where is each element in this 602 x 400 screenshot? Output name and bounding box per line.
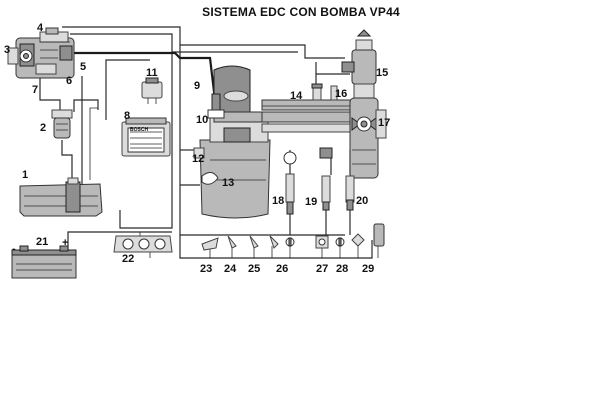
vp44-injection-pump — [7, 27, 75, 79]
callout-24: 24 — [224, 263, 237, 275]
crankshaft-sensor — [201, 172, 219, 185]
callout-9: 9 — [194, 80, 200, 92]
clutch-switch — [249, 235, 259, 249]
battery: - + — [11, 237, 77, 279]
callout-13: 13 — [222, 177, 234, 189]
callout-27: 27 — [316, 263, 328, 275]
fuel-return-line — [39, 70, 61, 112]
battery-plus-sign: + — [62, 237, 68, 249]
callout-3: 3 — [4, 44, 10, 56]
callout-26: 26 — [276, 263, 288, 275]
callout-6: 6 — [66, 75, 72, 87]
fuel-line-injector — [58, 51, 217, 101]
callout-11: 11 — [146, 67, 158, 79]
egr-valve — [319, 147, 333, 211]
instrument-cluster — [113, 235, 173, 253]
callout-5: 5 — [80, 61, 86, 73]
cruise-control-switch — [351, 233, 365, 247]
glow-plug — [335, 237, 345, 247]
callout-16: 16 — [335, 88, 347, 100]
needle-lift-sensor — [193, 147, 205, 159]
turbocharger — [349, 97, 387, 179]
ecu-control-unit: BOSCH — [121, 117, 171, 157]
immobilizer-key — [373, 223, 385, 247]
callout-23: 23 — [200, 263, 212, 275]
accelerator-pedal-sensor — [201, 237, 219, 251]
callout-8: 8 — [124, 110, 130, 122]
callout-labels: 4 3 5 6 7 2 1 8 11 9 10 12 13 14 15 16 1… — [4, 22, 390, 275]
callout-7: 7 — [32, 84, 38, 96]
callout-17: 17 — [378, 117, 390, 129]
wiring-harness — [62, 26, 379, 259]
injector-with-sensor — [207, 93, 225, 119]
callout-15: 15 — [376, 67, 388, 79]
callout-20: 20 — [356, 195, 368, 207]
boost-pressure-sensor — [311, 83, 323, 101]
callout-1: 1 — [22, 169, 28, 181]
ecu-brand-label: BOSCH — [130, 127, 148, 133]
callout-28: 28 — [336, 263, 348, 275]
diagnostic-connector — [315, 235, 329, 249]
fuel-supply-line — [61, 140, 73, 186]
boost-pressure-valve — [345, 175, 355, 211]
intake-temp-sensor — [330, 85, 338, 101]
callout-12: 12 — [192, 153, 204, 165]
fuel-filter — [51, 109, 73, 139]
callout-10: 10 — [196, 114, 208, 126]
callout-14: 14 — [290, 90, 303, 102]
callout-22: 22 — [122, 253, 134, 265]
battery-minus-sign: - — [12, 243, 16, 255]
callout-29: 29 — [362, 263, 374, 275]
coolant-temp-sensor — [283, 151, 297, 215]
fuel-tank — [19, 177, 103, 217]
callout-19: 19 — [305, 196, 317, 208]
diagram-title: SISTEMA EDC CON BOMBA VP44 — [202, 5, 400, 19]
callout-21: 21 — [36, 236, 48, 248]
vehicle-speed-sensor — [269, 235, 279, 249]
air-mass-meter — [341, 29, 377, 99]
callout-2: 2 — [40, 122, 46, 134]
intake-manifold — [261, 99, 359, 133]
glow-plug-relay — [141, 77, 163, 104]
engine-block — [199, 65, 271, 219]
fuel-temp-sensor — [285, 237, 295, 247]
callout-25: 25 — [248, 263, 260, 275]
callout-18: 18 — [272, 195, 284, 207]
callout-4: 4 — [37, 22, 44, 34]
brake-switch — [227, 235, 237, 249]
